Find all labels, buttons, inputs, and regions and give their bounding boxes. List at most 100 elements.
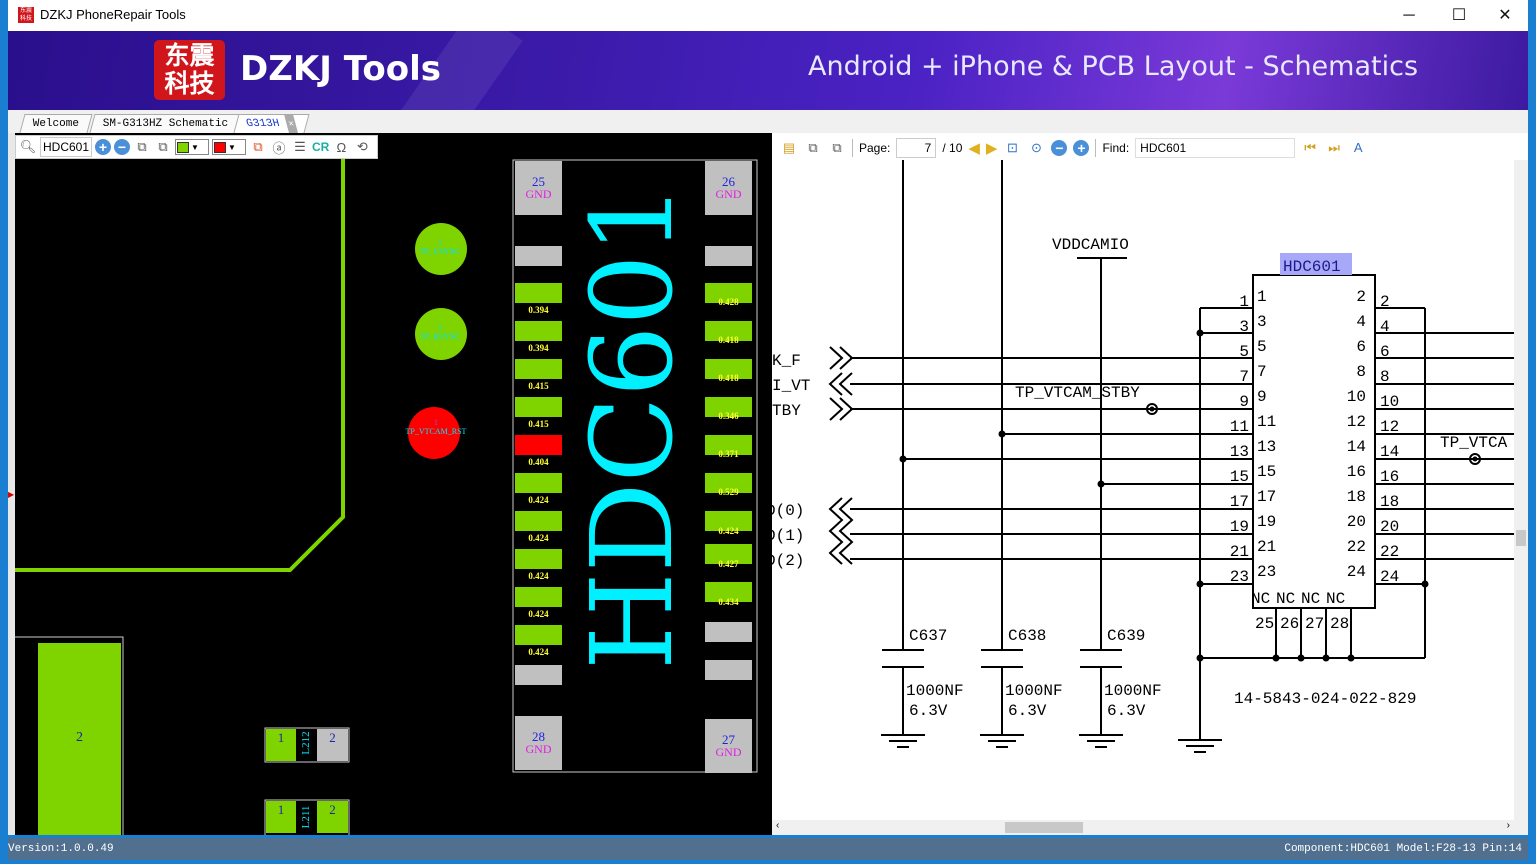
- pad[interactable]: [515, 511, 562, 531]
- scrollbar-thumb[interactable]: [1516, 530, 1526, 546]
- color-picker-2[interactable]: ▼: [212, 139, 246, 155]
- pad-voltage: 0.428: [718, 297, 739, 307]
- scroll-left-icon[interactable]: ‹: [776, 820, 780, 831]
- nc-label: NC: [1251, 590, 1270, 608]
- pad[interactable]: [515, 625, 562, 645]
- net-label: D(2): [772, 552, 804, 570]
- pad[interactable]: [515, 283, 562, 303]
- color-swatch: [214, 141, 226, 153]
- reset-icon[interactable]: ⟲: [356, 139, 368, 154]
- find-options-icon[interactable]: A: [1353, 140, 1363, 155]
- tab-schematic[interactable]: SM-G313HZ Schematic: [89, 114, 242, 133]
- fit-width-icon[interactable]: ⊡: [1007, 139, 1018, 155]
- large-pad[interactable]: 2: [38, 643, 121, 835]
- copy-icon[interactable]: ⧉: [832, 139, 842, 155]
- component-outline: [15, 636, 124, 835]
- component-search-input[interactable]: HDC601: [40, 137, 92, 157]
- scroll-right-icon[interactable]: ›: [1506, 820, 1510, 831]
- find-label: Find:: [1102, 140, 1130, 155]
- pin-number-inner: 15: [1257, 463, 1276, 481]
- pad[interactable]: [515, 665, 562, 685]
- pad[interactable]: [515, 549, 562, 569]
- pad[interactable]: [515, 321, 562, 341]
- text-icon[interactable]: ⓐ: [272, 140, 286, 156]
- l212-pad-1[interactable]: 1: [266, 729, 296, 761]
- fit-page-icon[interactable]: ⊙: [1031, 139, 1042, 155]
- pad[interactable]: [515, 359, 562, 379]
- pad[interactable]: [705, 582, 752, 602]
- pad[interactable]: [515, 246, 562, 266]
- pin-number-inner: 2: [1356, 288, 1366, 306]
- zoom-out-icon[interactable]: −: [1051, 139, 1068, 156]
- pad[interactable]: [705, 359, 752, 379]
- flip-horizontal-icon[interactable]: ⧉: [137, 139, 147, 154]
- pad-voltage: 0.371: [718, 449, 739, 459]
- pad[interactable]: [705, 473, 752, 493]
- flip-vertical-icon[interactable]: ⧉: [158, 139, 168, 154]
- pin-number-outer: 9: [1239, 393, 1249, 411]
- pin-number-outer: 5: [1239, 343, 1249, 361]
- minimize-button[interactable]: ─: [1403, 7, 1415, 24]
- tab-bar: Welcome SM-G313HZ Schematic G313H ✕: [8, 110, 1528, 134]
- l211-pad-2[interactable]: 2: [317, 801, 348, 833]
- rotate-icon[interactable]: ⧉: [808, 139, 818, 155]
- tp-right-label: TP_VTCA: [1440, 434, 1508, 452]
- cr-button[interactable]: CR: [312, 140, 330, 154]
- pad[interactable]: [515, 397, 562, 417]
- pad[interactable]: [705, 321, 752, 341]
- ohm-icon[interactable]: Ω: [336, 139, 347, 155]
- page-input[interactable]: 7: [896, 137, 937, 158]
- pad-voltage: 0.418: [718, 373, 739, 383]
- l212-pad-2[interactable]: 2: [317, 729, 348, 761]
- pad[interactable]: [515, 473, 562, 493]
- find-input[interactable]: HDC601: [1135, 137, 1296, 158]
- nc-label: NC: [1326, 590, 1345, 608]
- pad[interactable]: [705, 622, 752, 642]
- pad[interactable]: [515, 435, 562, 455]
- maximize-button[interactable]: ☐: [1451, 7, 1467, 24]
- horizontal-scrollbar[interactable]: ‹›: [772, 820, 1514, 835]
- scrollbar-thumb[interactable]: [1005, 822, 1083, 833]
- color-picker-1[interactable]: ▼: [175, 139, 209, 155]
- pad[interactable]: [705, 511, 752, 531]
- pad[interactable]: [705, 283, 752, 303]
- l211-pad-1[interactable]: 1: [266, 801, 296, 833]
- find-prev-icon[interactable]: ⏮: [1304, 139, 1316, 155]
- pcb-left-border: [8, 133, 15, 835]
- zoom-in-icon[interactable]: +: [95, 139, 111, 155]
- pad[interactable]: [705, 660, 752, 680]
- prev-page-icon[interactable]: ◀: [968, 139, 980, 157]
- pad[interactable]: [705, 435, 752, 455]
- panel-expand-arrow-icon[interactable]: ▶: [8, 490, 15, 499]
- find-next-icon[interactable]: ⏭: [1328, 139, 1340, 155]
- pad[interactable]: [705, 246, 752, 266]
- next-page-icon[interactable]: ▶: [985, 139, 998, 157]
- pin-number-inner: 7: [1257, 363, 1267, 381]
- schematic-view[interactable]: ▤ ⧉ ⧉ Page: 7 / 10 ◀ ▶ ⊡ ⊙ − + Find: HDC…: [772, 133, 1528, 835]
- zoom-out-icon[interactable]: −: [114, 139, 130, 155]
- open-icon[interactable]: ▤: [782, 139, 796, 155]
- pad[interactable]: [705, 397, 752, 417]
- zoom-in-icon[interactable]: +: [1073, 139, 1090, 156]
- pad[interactable]: [705, 544, 752, 564]
- supply-net-label: VDDCAMIO: [1052, 236, 1129, 254]
- tab-welcome[interactable]: Welcome: [19, 114, 93, 133]
- tab-g313h[interactable]: G313H ✕: [233, 114, 310, 134]
- pin-number-inner: 19: [1257, 513, 1276, 531]
- pin-number-bottom: 25: [1255, 615, 1274, 633]
- pad[interactable]: [515, 587, 562, 607]
- vertical-scrollbar[interactable]: [1514, 160, 1528, 835]
- list-icon[interactable]: ☰: [294, 139, 306, 154]
- color-swatch: [177, 141, 189, 153]
- tab-close-icon[interactable]: ✕: [283, 115, 299, 134]
- close-button[interactable]: ✕: [1498, 7, 1512, 24]
- board-outline-trace: [15, 158, 345, 572]
- pin-number-outer: 10: [1380, 393, 1399, 411]
- layers-icon[interactable]: ⧉: [253, 139, 263, 154]
